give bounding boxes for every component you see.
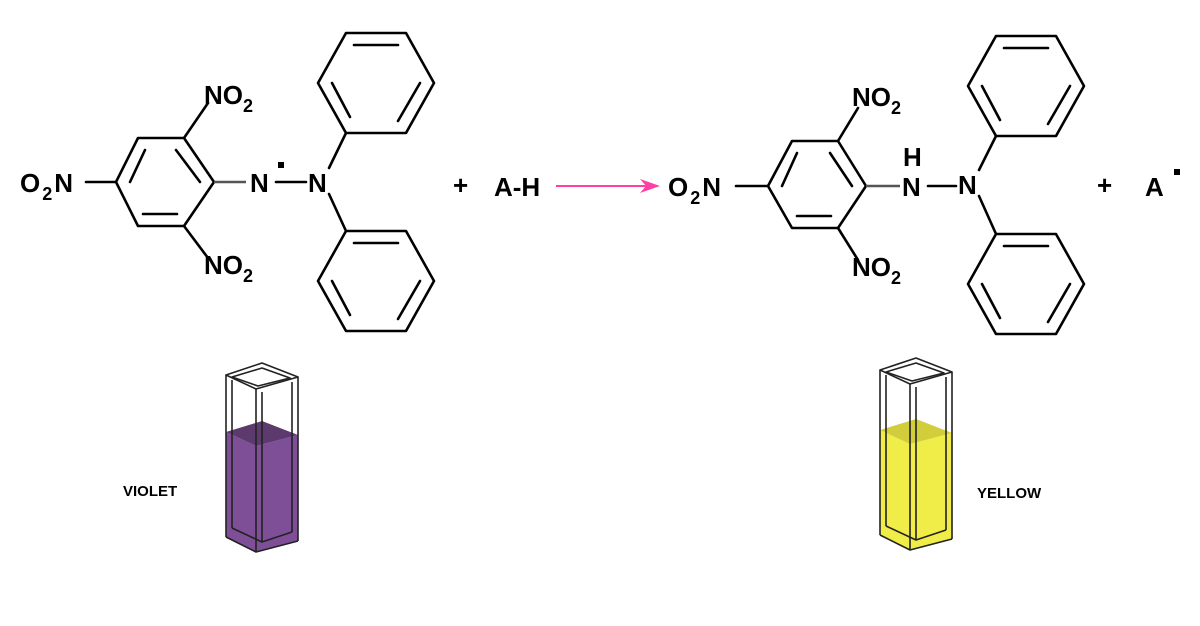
plus-sign-left: + xyxy=(453,170,468,200)
reactant-phenyl-lower xyxy=(316,229,436,333)
reactant-n-amine: N xyxy=(308,168,327,198)
product-no2-bottom: NO2 xyxy=(852,252,901,288)
reaction-arrow xyxy=(556,179,660,193)
product-n-amine: N xyxy=(958,170,977,200)
reactant-no2-bottom: NO2 xyxy=(204,250,253,286)
violet-label: VIOLET xyxy=(123,483,177,500)
radical-dot xyxy=(278,162,284,168)
plus-sign-right: + xyxy=(1097,170,1112,200)
yellow-liquid xyxy=(880,430,910,550)
byproduct-radical-dot xyxy=(1174,169,1180,175)
product-n-hydrazine: N xyxy=(902,172,921,202)
byproduct-a-radical: A xyxy=(1145,172,1164,202)
reactant-no2-top: NO2 xyxy=(204,80,253,116)
reactant-phenyl-upper xyxy=(316,31,436,135)
product-h: H xyxy=(903,142,922,172)
yellow-cuvette xyxy=(879,357,953,551)
product-phenyl-lower xyxy=(966,232,1086,336)
reactant-picryl-ring xyxy=(114,136,216,228)
reactant-n-radical: N xyxy=(250,168,269,198)
product-phenyl-upper xyxy=(966,34,1086,138)
product-no2-top: NO2 xyxy=(852,82,901,118)
yellow-label: YELLOW xyxy=(977,485,1042,502)
reagent-ah: A-H xyxy=(494,172,540,202)
violet-cuvette xyxy=(225,362,299,553)
product-picryl-ring xyxy=(766,139,868,230)
violet-liquid xyxy=(226,432,256,552)
